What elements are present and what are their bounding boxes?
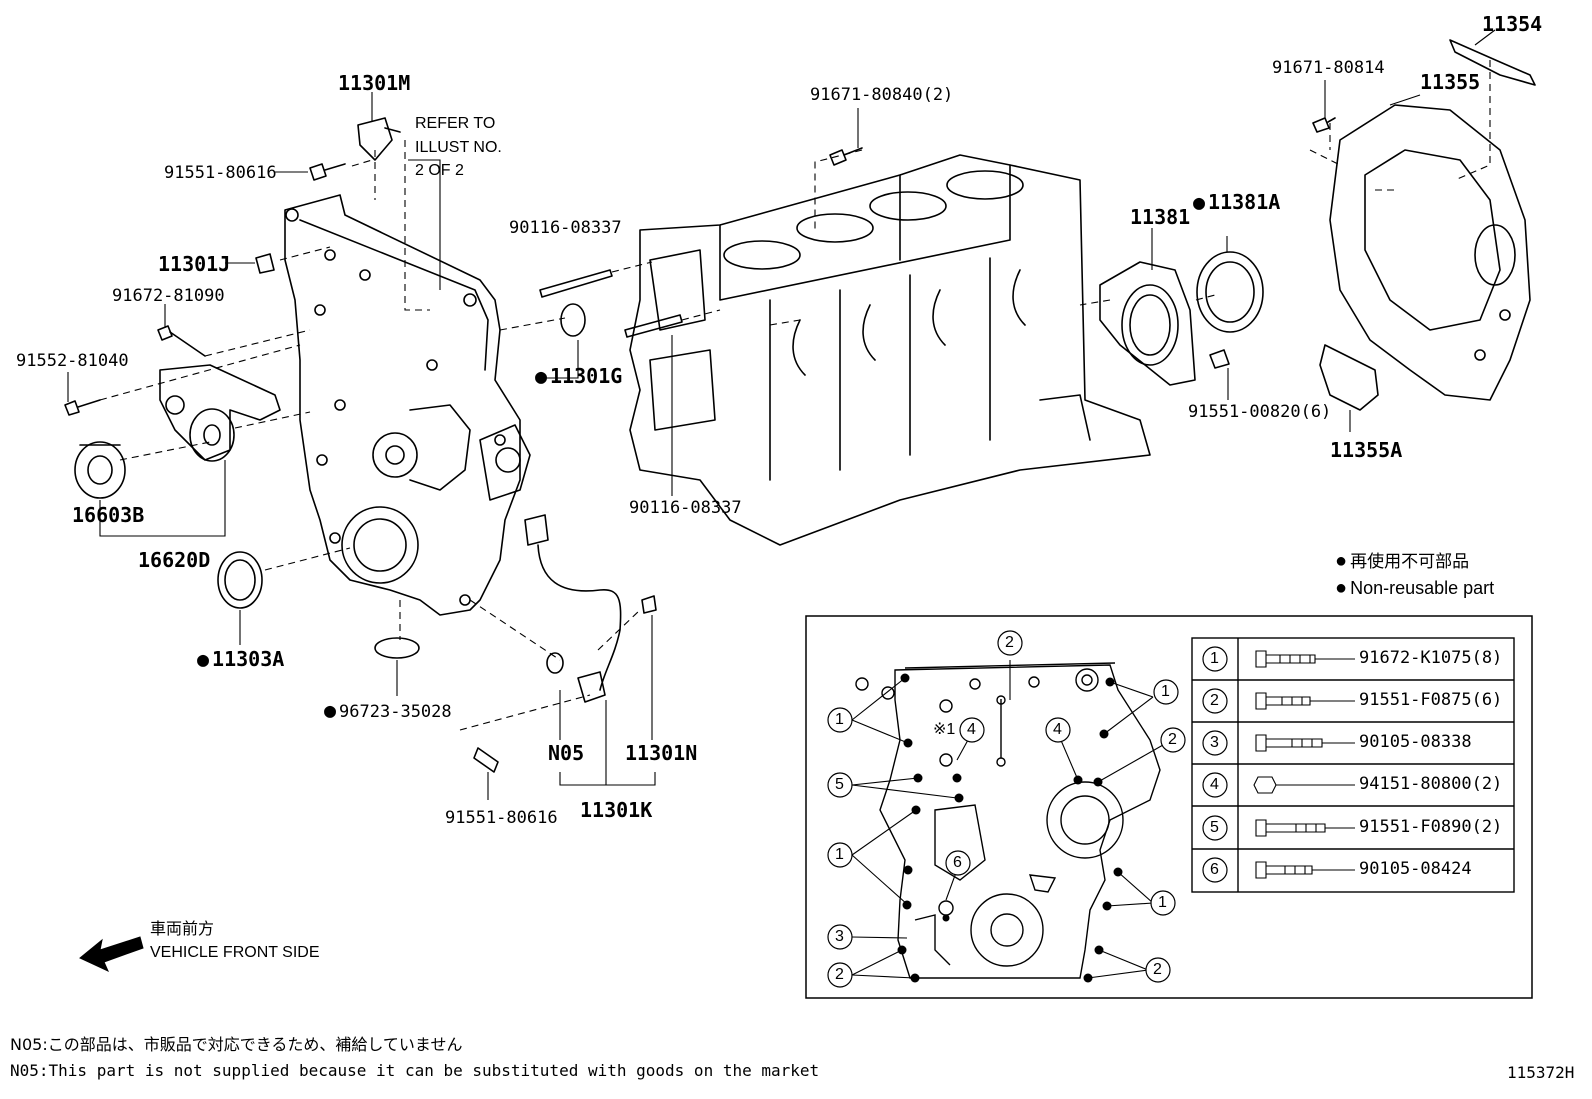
bolt-91552-81040 (64, 399, 101, 416)
legend-en: Non-reusable part (1335, 578, 1494, 598)
label-90116-08337-bot: 90116-08337 (629, 498, 742, 518)
bolt-table-num-2: 2 (1210, 692, 1219, 709)
bolt-91551-80616-top (309, 163, 346, 181)
label-96723-35028: 96723-35028 (324, 700, 452, 721)
label-11301k: 11301K (580, 798, 653, 822)
illust-no-text: ILLUST NO. (415, 139, 502, 156)
bolt-table-part-5: 91551-F0890(2) (1359, 817, 1503, 837)
bolt-table-num-1: 1 (1210, 650, 1219, 667)
inset-frame (805, 615, 1533, 999)
rear-oil-seal (1196, 251, 1264, 333)
inset-callout-1c: 1 (1161, 683, 1170, 700)
label-11301g: 11301G (535, 366, 622, 386)
bolt-table-part-4: 94151-80800(2) (1359, 774, 1503, 794)
bolt-91672-81090 (157, 325, 206, 357)
engine-rear-end-plate (1329, 104, 1531, 401)
stud-90116-08337-bot (624, 314, 683, 338)
inset-bolt-dots (897, 673, 1123, 983)
inset-callout-2d: 2 (1153, 961, 1162, 978)
inset-callout-2b: 2 (1005, 634, 1014, 651)
bolt-11301j (255, 253, 275, 274)
label-91552-81040: 91552-81040 (16, 351, 129, 371)
inset-callout-leaders (851, 660, 1164, 979)
inset-callout-1a: 1 (835, 711, 844, 728)
label-91671-80840: 91671-80840(2) (810, 85, 954, 105)
label-91551-00820: 91551-00820(6) (1188, 402, 1332, 422)
two-of-two-text: 2 OF 2 (415, 162, 464, 179)
vehicle-front-en: VEHICLE FRONT SIDE (150, 944, 320, 961)
crank-position-sensor (524, 514, 657, 703)
timing-chain-cover (284, 194, 531, 616)
footnote-en: N05:This part is not supplied because it… (10, 1061, 820, 1080)
bolt-table-num-3: 3 (1210, 734, 1219, 751)
footnote-jp: N05:この部品は、市販品で対応できるため、補給していません (10, 1035, 463, 1054)
inset-callout-1b: 1 (835, 846, 844, 863)
bolt-91671-80814 (1312, 117, 1336, 133)
stud-90116-08337-top (539, 269, 613, 298)
inset-callout-6: 6 (953, 854, 962, 871)
bolt-table-part-3: 90105-08338 (1359, 732, 1472, 752)
refer-to-text: REFER TO (415, 115, 496, 132)
label-11381: 11381 (1130, 205, 1191, 229)
bolt-table-part-2: 91551-F0875(6) (1359, 690, 1503, 710)
bolt-table-part-6: 90105-08424 (1359, 859, 1472, 879)
label-91672-81090: 91672-81090 (112, 286, 225, 306)
vehicle-front-jp: 車両前方 (150, 921, 215, 938)
inset-callout-2a: 2 (835, 966, 844, 983)
label-91671-80814: 91671-80814 (1272, 58, 1385, 78)
cam-position-sensor (357, 117, 401, 161)
bolt-91551-00820 (1209, 349, 1230, 369)
inset-callout-4b: 4 (1053, 721, 1062, 738)
inset-callout-2c: 2 (1168, 731, 1177, 748)
end-plate-gasket-11354 (1449, 39, 1536, 86)
label-11301n: 11301N (625, 741, 698, 765)
label-11355a: 11355A (1330, 438, 1403, 462)
tensioner-assembly (74, 364, 281, 499)
crank-front-oil-seal (217, 551, 263, 609)
label-11355: 11355 (1420, 70, 1481, 94)
label-11381a: 11381A (1193, 192, 1280, 212)
legend-jp: 再使用不可部品 (1335, 551, 1469, 571)
label-11303a: 11303A (197, 649, 284, 669)
vehicle-front-arrow (79, 936, 144, 973)
label-91551-80616-bot: 91551-80616 (445, 808, 558, 828)
bolt-table-icons (1253, 650, 1355, 879)
bolt-table-part-1: 91672-K1075(8) (1359, 648, 1503, 668)
bolt-table-num-5: 5 (1210, 819, 1219, 836)
cylinder-block (629, 154, 1151, 546)
label-11301m: 11301M (338, 71, 411, 95)
bolt-table-circles (1202, 646, 1228, 883)
inset-callout-4a: 4 (967, 721, 976, 738)
label-16603b: 16603B (72, 503, 145, 527)
label-90116-08337-top: 90116-08337 (509, 218, 622, 238)
inset-callout-3: 3 (835, 928, 844, 945)
label-n05: N05 (548, 741, 585, 765)
label-16620d: 16620D (138, 548, 211, 572)
label-91551-80616-top: 91551-80616 (164, 163, 277, 183)
inset-callout-5: 5 (835, 776, 844, 793)
bolt-table-num-4: 4 (1210, 776, 1219, 793)
rear-oil-seal-retainer (1099, 261, 1196, 386)
illustration-ref-number: 115372H (1507, 1063, 1575, 1082)
bolt-table-grid (1191, 637, 1515, 893)
bolt-table-num-6: 6 (1210, 861, 1219, 878)
o-ring-96723 (374, 637, 420, 659)
inset-note-mark: ※1 (933, 721, 956, 738)
o-ring-11301g (560, 303, 586, 337)
inset-callout-circles (827, 630, 1186, 988)
flywheel-housing-cover (1319, 344, 1379, 411)
inset-callout-1d: 1 (1158, 894, 1167, 911)
label-11354: 11354 (1482, 12, 1543, 36)
label-11301j: 11301J (158, 252, 231, 276)
bolt-91551-80616-bot (473, 747, 499, 773)
